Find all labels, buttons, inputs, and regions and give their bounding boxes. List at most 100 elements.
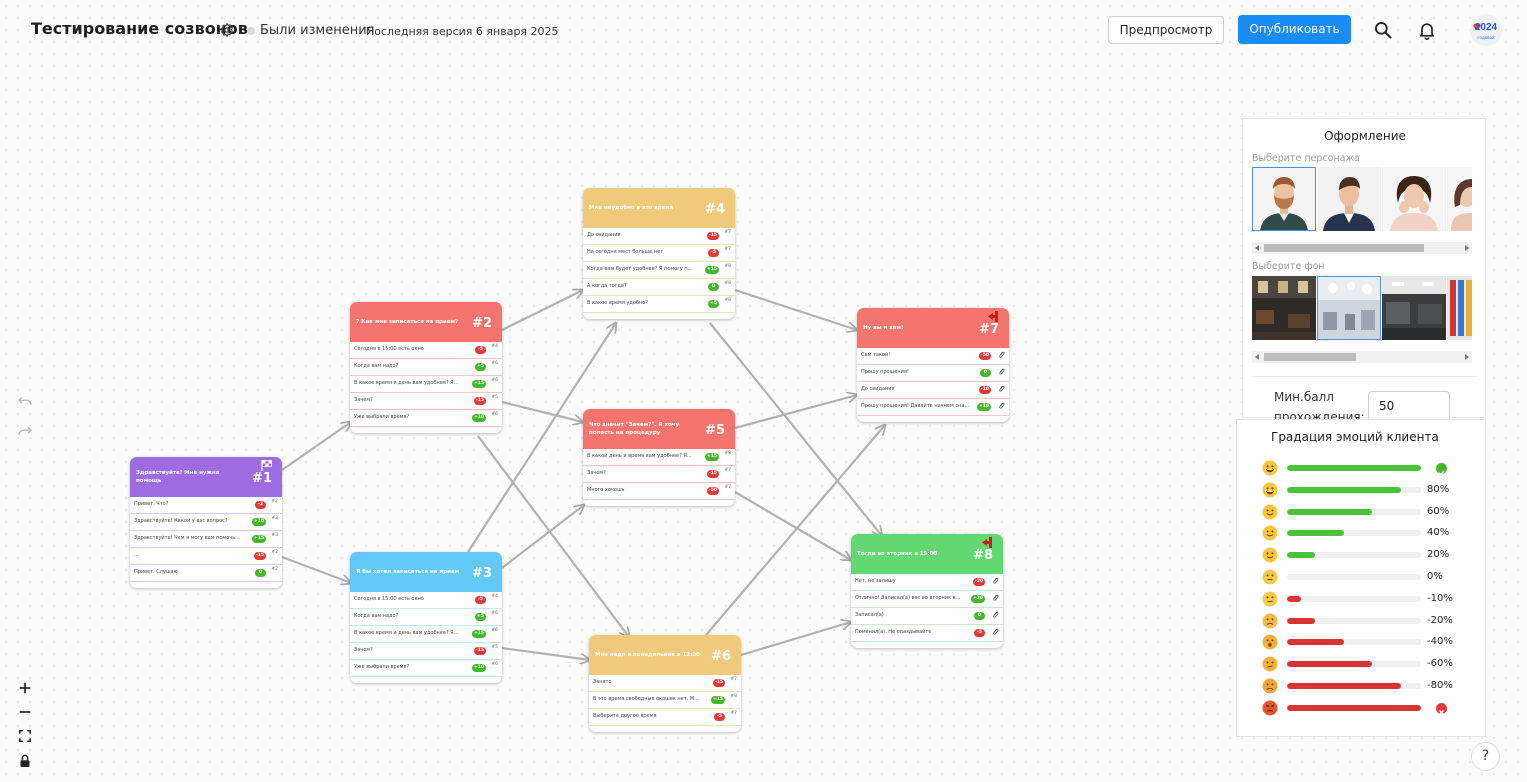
answer-row[interactable]: Здравствуйте! Какой у вас вопрос?+10#3	[130, 514, 282, 531]
background-thumb-3[interactable]	[1382, 276, 1446, 340]
answer-row[interactable]: Зачем?-15#5	[350, 643, 502, 660]
zoom-out-icon[interactable]	[16, 703, 34, 721]
node-header[interactable]: Ну вы и хам!#7	[857, 308, 1009, 348]
background-scrollbar[interactable]	[1252, 351, 1472, 363]
answer-row[interactable]: Поменял(а). Не опаздывайте-5	[851, 625, 1003, 642]
background-thumb-2[interactable]	[1317, 276, 1381, 340]
answer-text: Отлично! Записал(а) вас во вторник в...	[855, 595, 961, 601]
answer-row[interactable]: Нет, не запишу-20	[851, 574, 1003, 591]
node-footer	[130, 582, 282, 588]
node-header[interactable]: Что значит "Зачем?". Я хочу попасть на п…	[583, 409, 735, 449]
answer-row[interactable]: Когда вам будет удобнее? Я помогу п...+1…	[583, 262, 735, 279]
answer-row[interactable]: В какое время и день вам удобнее? Я...+1…	[350, 376, 502, 393]
answer-row[interactable]: Уже выбрали время?+10#6	[350, 410, 502, 427]
publish-button[interactable]: Опубликовать	[1238, 15, 1351, 44]
undo-icon[interactable]	[16, 392, 34, 410]
answer-row[interactable]: Сегодня в 15:00 есть окно-5#4	[350, 342, 502, 359]
answer-row[interactable]: Сегодня в 15:00 есть окно-5#4	[350, 592, 502, 609]
link-icon[interactable]	[999, 351, 1005, 359]
node-footer	[857, 416, 1009, 422]
score-badge: +5	[475, 613, 486, 621]
target-node-label: #3	[271, 533, 278, 538]
answer-text: До свидания	[587, 232, 621, 238]
answer-row[interactable]: Записал(а)0	[851, 608, 1003, 625]
answer-row[interactable]: Выберите другое время-5#7	[589, 709, 741, 726]
node-header[interactable]: Я бы хотел записаться на прием#3	[350, 552, 502, 592]
answer-row[interactable]: Здравствуйте! Чем я могу вам помочь...+1…	[130, 531, 282, 548]
link-icon[interactable]	[993, 628, 999, 636]
answer-row[interactable]: В какое время и день вам удобнее? Я...+1…	[350, 626, 502, 643]
background-scroll-thumb[interactable]	[1264, 353, 1356, 361]
edge-4-7	[734, 288, 857, 330]
character-scrollbar[interactable]	[1252, 242, 1472, 254]
answer-row[interactable]: Зачем?-15#5	[350, 393, 502, 410]
node-header[interactable]: Тогда во вторник в 15:00#8	[851, 534, 1003, 574]
answer-text: В это время свободных окошек нет. М...	[593, 696, 699, 702]
scroll-left-icon[interactable]	[1255, 245, 1259, 251]
node-header[interactable]: ? Как мне записаться на прием?#2	[350, 302, 502, 342]
answer-row[interactable]: Когда вам надо?+5#6	[350, 359, 502, 376]
emotion-percent: 0%	[1427, 571, 1443, 582]
min-score-input[interactable]	[1368, 391, 1450, 421]
scroll-right-icon[interactable]	[1465, 245, 1469, 251]
preview-button[interactable]: Предпросмотр	[1108, 16, 1224, 44]
gear-icon[interactable]	[219, 22, 235, 38]
character-thumb-4[interactable]	[1447, 167, 1472, 231]
answer-row[interactable]: Занято-15#7	[589, 675, 741, 692]
fit-view-icon[interactable]	[16, 727, 34, 745]
answer-row[interactable]: ...-15#2	[130, 548, 282, 565]
node-header[interactable]: Здравствуйте! Мне нужна помощь#1	[130, 457, 282, 497]
character-thumb-3[interactable]	[1382, 167, 1446, 231]
answer-row[interactable]: Зачем?-15#7	[583, 466, 735, 483]
background-thumb-4[interactable]	[1447, 276, 1472, 340]
help-button[interactable]: ?	[1471, 742, 1500, 771]
answer-row[interactable]: Прошу прощения!0	[857, 365, 1009, 382]
scroll-left-icon[interactable]	[1255, 354, 1259, 360]
character-thumb-1[interactable]	[1252, 167, 1316, 231]
answer-row[interactable]: Прошу прощения! Давайте начнем сна...+10	[857, 399, 1009, 416]
answer-row[interactable]: Привет. Что?-2#2	[130, 497, 282, 514]
node-header[interactable]: Мне надо в понедельник в 12:00#6	[589, 635, 741, 675]
node-5[interactable]: Что значит "Зачем?". Я хочу попасть на п…	[583, 409, 735, 506]
character-scroll-thumb[interactable]	[1264, 244, 1424, 252]
answer-row[interactable]: Когда вам надо?+5#6	[350, 609, 502, 626]
node-header[interactable]: Мне неудобно в это время#4	[583, 188, 735, 228]
answer-row[interactable]: Сам такой!-50	[857, 348, 1009, 365]
link-icon[interactable]	[993, 594, 999, 602]
link-icon[interactable]	[993, 611, 999, 619]
zoom-in-icon[interactable]	[16, 679, 34, 697]
lock-icon[interactable]	[16, 752, 34, 770]
answer-text: Зачем?	[354, 397, 373, 403]
answer-row[interactable]: До свидания-10	[857, 382, 1009, 399]
background-thumb-1[interactable]	[1252, 276, 1316, 340]
company-logo[interactable]: 2024 годовой	[1470, 14, 1502, 46]
search-icon[interactable]	[1373, 20, 1393, 40]
link-icon[interactable]	[993, 577, 999, 585]
answer-row[interactable]: Много хочешь-50#7	[583, 483, 735, 500]
redo-icon[interactable]	[16, 422, 34, 440]
link-icon[interactable]	[999, 385, 1005, 393]
answer-row[interactable]: В это время свободных окошек нет. М...+1…	[589, 692, 741, 709]
bell-icon[interactable]	[1417, 20, 1437, 40]
answer-row[interactable]: На сегодня мест больше нет-5#7	[583, 245, 735, 262]
character-thumb-2[interactable]	[1317, 167, 1381, 231]
answer-row[interactable]: Отлично! Записал(а) вас во вторник в...+…	[851, 591, 1003, 608]
scroll-right-icon[interactable]	[1465, 354, 1469, 360]
answer-row[interactable]: Уже выбрали время?+10#6	[350, 660, 502, 677]
answer-row[interactable]: А когда тогда?0#8	[583, 279, 735, 296]
emotion-bar	[1287, 661, 1421, 668]
answer-row[interactable]: В какой день и время вам удобнее? Я...+1…	[583, 449, 735, 466]
answer-row[interactable]: В какое время удобно?+5#8	[583, 296, 735, 313]
link-icon[interactable]	[999, 368, 1005, 376]
link-icon[interactable]	[999, 402, 1005, 410]
flag-icon	[261, 460, 272, 471]
answer-row[interactable]: До свидания-15#7	[583, 228, 735, 245]
